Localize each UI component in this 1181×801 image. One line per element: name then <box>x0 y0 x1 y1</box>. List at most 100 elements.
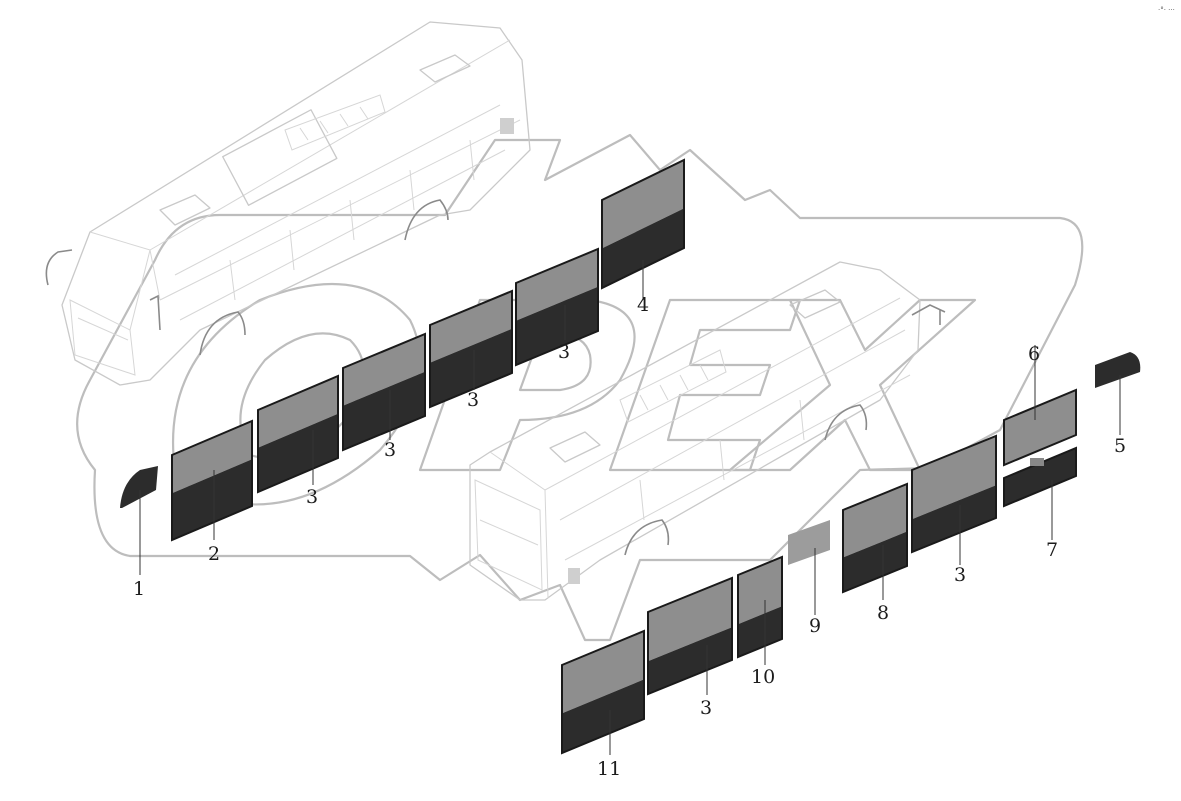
bus-front-windshield <box>69 299 136 376</box>
glass-part-3-a-frame <box>257 374 339 494</box>
glass-part-3-d-upper <box>516 249 598 321</box>
callout-3d: 3 <box>558 341 570 363</box>
glass-part-8-lower <box>843 531 907 592</box>
callout-3b: 3 <box>384 439 396 461</box>
glass-part-11-frame <box>561 629 645 755</box>
glass-part-3-a-lower <box>258 413 338 492</box>
watermark-letter-x <box>728 298 977 472</box>
bus-rear-body <box>469 261 921 601</box>
callout-2: 2 <box>208 543 220 565</box>
glass-part-6-upper <box>1004 390 1076 465</box>
bus-front-windows <box>174 104 506 321</box>
bus-rear-view <box>469 261 946 601</box>
bus-rear-roof-hatch-1 <box>549 431 601 463</box>
glass-part-4 <box>601 158 685 290</box>
glass-part-3-d <box>515 247 599 367</box>
bus-rear-side-lines <box>559 329 911 561</box>
glass-part-10 <box>737 555 783 659</box>
glass-part-3-d-lower <box>516 286 598 365</box>
bus-rear-roofline <box>489 297 901 599</box>
glass-part-5 <box>1095 352 1141 388</box>
callout-3f: 3 <box>700 697 712 719</box>
glass-part-8 <box>842 482 908 594</box>
glass-part-11 <box>561 629 645 755</box>
leader-lines <box>139 260 1121 755</box>
callout-labels: 1 2 3 3 3 3 4 5 6 7 8 3 9 10 3 11 <box>133 294 1126 780</box>
glass-part-9 <box>788 520 830 565</box>
glass-part-7-badge <box>1030 458 1044 466</box>
glass-part-11-upper <box>562 631 644 714</box>
glass-part-3-b-lower <box>343 371 425 450</box>
glass-part-2-frame <box>171 419 253 542</box>
glass-part-4-upper <box>602 160 684 249</box>
glass-part-11-lower <box>562 679 644 753</box>
glass-part-3-c-lower <box>430 328 512 407</box>
bus-front-roof-hatch-1 <box>159 194 211 226</box>
glass-part-3-c-frame <box>429 289 513 409</box>
callout-11: 11 <box>597 758 621 780</box>
glass-part-2 <box>171 419 253 542</box>
glass-part-3-d-frame <box>515 247 599 367</box>
bus-rear-roof-hatch-2 <box>789 289 841 319</box>
glass-part-3-a <box>257 374 339 494</box>
callout-4: 4 <box>637 294 649 316</box>
bus-front-view <box>45 21 531 386</box>
bus-rear-side-grille <box>568 568 580 584</box>
bus-rear-roof-ac-unit <box>619 349 727 423</box>
callout-3a: 3 <box>306 486 318 508</box>
bus-front-roof-panel <box>222 109 338 206</box>
callout-7: 7 <box>1046 539 1058 561</box>
bus-rear-wheel-arch-front <box>824 404 868 441</box>
callout-1: 1 <box>133 578 145 600</box>
callout-6: 6 <box>1028 343 1040 365</box>
callout-9: 9 <box>809 615 821 637</box>
bus-front-roof-hatch-2 <box>419 54 471 83</box>
watermark-letter-e <box>608 298 802 472</box>
glass-part-1 <box>120 466 158 508</box>
bus-rear-mirror <box>911 304 946 325</box>
glass-panels <box>120 158 1141 755</box>
bus-front-wheel-arch-front <box>199 311 246 356</box>
glass-part-3-b <box>342 332 426 452</box>
watermark-gear-outline <box>76 133 1084 642</box>
glass-part-2-upper <box>172 421 252 494</box>
glass-part-10-frame <box>737 555 783 659</box>
bus-front-mirror <box>45 249 161 331</box>
glass-part-4-lower <box>602 208 684 288</box>
glass-part-2-lower <box>172 459 252 540</box>
callout-10: 10 <box>751 666 775 688</box>
callout-5: 5 <box>1114 435 1126 457</box>
glass-part-3-c-upper <box>430 291 512 363</box>
glass-part-3-f-frame <box>647 576 733 696</box>
bus-rear-back-panel <box>474 479 543 591</box>
glass-part-3-f-upper <box>648 578 732 662</box>
bus-front-wheel-arch-rear <box>404 199 449 241</box>
callout-3e: 3 <box>954 564 966 586</box>
glass-part-3-f-lower <box>648 627 732 694</box>
bus-rear-wheel-arch-rear <box>624 519 670 556</box>
bus-front-rear-window <box>500 118 514 134</box>
glass-part-10-upper <box>738 557 782 625</box>
glass-part-3-c <box>429 289 513 409</box>
glass-part-3-e-frame <box>911 434 997 554</box>
glass-part-7 <box>1003 446 1077 508</box>
glass-part-3-e-lower <box>912 485 996 552</box>
glass-part-7-lower <box>1004 448 1076 506</box>
callout-3c: 3 <box>467 389 479 411</box>
corner-mark: ·°· ··· <box>1158 6 1175 14</box>
bus-front-roofline <box>89 39 521 331</box>
glass-part-3-a-upper <box>258 376 338 448</box>
glass-part-8-upper <box>843 484 907 558</box>
watermark-logo <box>76 133 1084 642</box>
glass-part-3-b-frame <box>342 332 426 452</box>
glass-part-6 <box>1003 388 1077 467</box>
glass-part-10-lower <box>738 606 782 657</box>
glass-part-7-frame <box>1003 446 1077 508</box>
bus-front-roof-ac-unit <box>284 94 386 151</box>
glass-part-6-frame <box>1003 388 1077 467</box>
bus-front-body <box>61 21 531 386</box>
glass-part-3-b-upper <box>343 334 425 406</box>
callout-8: 8 <box>877 602 889 624</box>
